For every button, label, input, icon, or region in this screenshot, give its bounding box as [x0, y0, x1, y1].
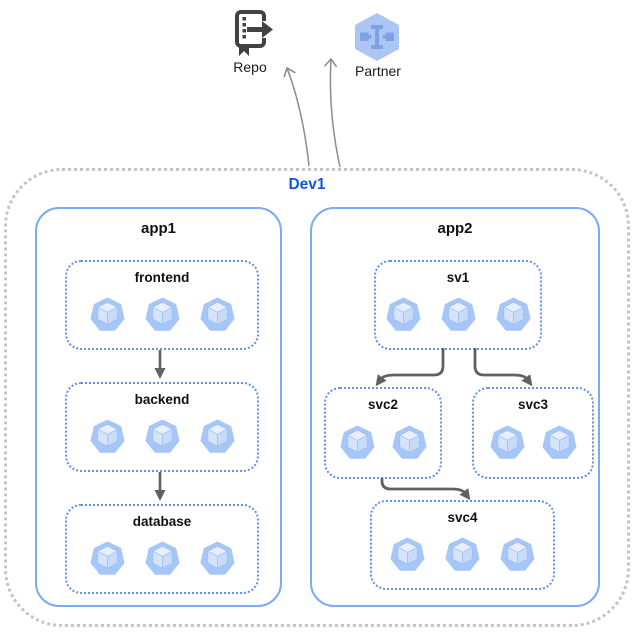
backend-pod-row	[89, 407, 236, 470]
sv1-pod-row	[385, 285, 532, 348]
app1-label: app1	[140, 220, 176, 237]
pod-icon	[489, 425, 525, 459]
pod-icon	[385, 297, 421, 331]
app2-box: app2 sv1 svc2	[310, 207, 600, 607]
pod-icon	[500, 537, 535, 571]
pod-icon	[199, 297, 235, 331]
pod-icon	[89, 419, 125, 453]
pod-icon	[541, 425, 577, 459]
service-frontend-label: frontend	[134, 270, 190, 285]
source-repo-icon	[235, 10, 274, 56]
service-svc2-label: svc2	[367, 397, 399, 412]
service-database: database	[65, 504, 259, 594]
repo-label: Repo	[233, 59, 267, 75]
service-frontend: frontend	[65, 260, 259, 350]
service-backend-label: backend	[134, 392, 190, 407]
service-svc4-label: svc4	[447, 510, 478, 525]
service-svc3-label: svc3	[517, 397, 549, 412]
arrow-dev1-partner	[323, 57, 341, 168]
service-backend: backend	[65, 382, 259, 472]
service-sv1: sv1	[374, 260, 542, 350]
service-svc2: svc2	[324, 387, 442, 479]
partner-hexagon-icon	[355, 13, 399, 61]
pod-icon	[339, 425, 375, 459]
service-sv1-label: sv1	[446, 270, 470, 285]
dev1-label: Dev1	[288, 176, 326, 193]
service-svc3: svc3	[472, 387, 594, 479]
app1-box: app1 frontend backend	[35, 207, 282, 607]
service-svc4: svc4	[370, 500, 555, 590]
arrow-dev1-repo	[283, 66, 310, 167]
pod-icon	[199, 541, 235, 575]
frontend-pod-row	[89, 285, 236, 348]
app2-label: app2	[437, 220, 473, 237]
pod-icon	[199, 419, 235, 453]
pod-icon	[89, 541, 125, 575]
dev1-environment-box	[4, 168, 630, 627]
pod-icon	[144, 541, 180, 575]
pod-icon	[144, 419, 180, 453]
pod-icon	[89, 297, 125, 331]
pod-icon	[390, 537, 425, 571]
pod-icon	[440, 297, 476, 331]
svc2-pod-row	[339, 412, 428, 477]
partner-label: Partner	[355, 63, 401, 79]
svc4-pod-row	[389, 525, 536, 588]
database-pod-row	[89, 529, 236, 592]
service-database-label: database	[132, 514, 192, 529]
pod-icon	[144, 297, 180, 331]
pod-icon	[495, 297, 531, 331]
pod-icon	[391, 425, 427, 459]
svc3-pod-row	[489, 412, 578, 477]
pod-icon	[445, 537, 480, 571]
